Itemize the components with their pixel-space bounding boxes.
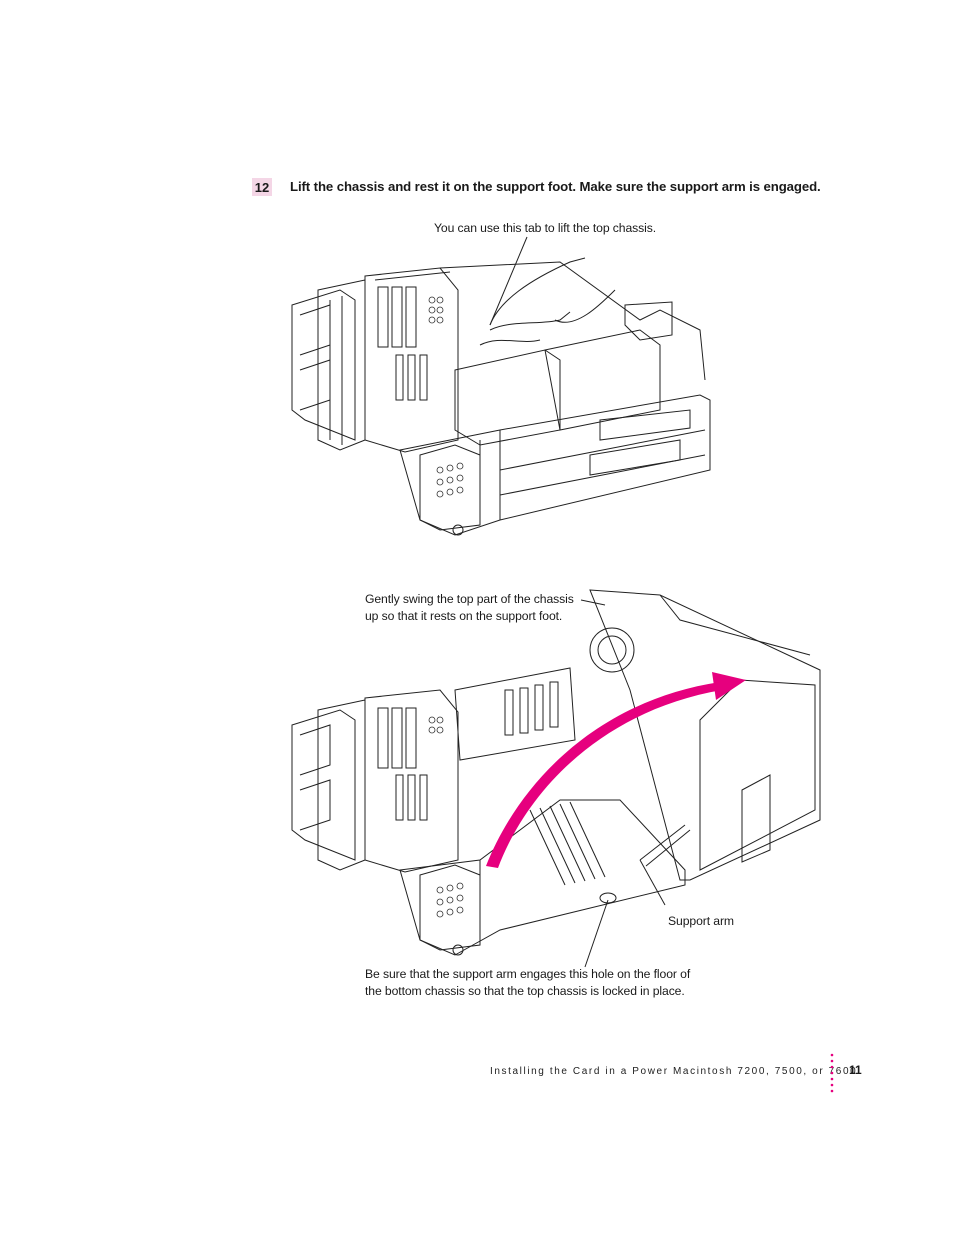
running-head: Installing the Card in a Power Macintosh… xyxy=(490,1066,858,1077)
swing-callout-line2: up so that it rests on the support foot. xyxy=(365,609,563,623)
swing-callout-line1: Gently swing the top part of the chassis xyxy=(365,592,574,606)
step-instruction: Lift the chassis and rest it on the supp… xyxy=(290,179,821,194)
footer-dot-rule xyxy=(830,1053,834,1093)
support-arm-callout: Support arm xyxy=(668,914,734,928)
swing-callout: Gently swing the top part of the chassis… xyxy=(365,591,574,625)
tab-callout: You can use this tab to lift the top cha… xyxy=(434,221,657,235)
hole-callout: Be sure that the support arm engages thi… xyxy=(365,966,690,1000)
hole-callout-line1: Be sure that the support arm engages thi… xyxy=(365,967,691,981)
swing-direction-arrow xyxy=(486,682,722,868)
step-number-badge: 12 xyxy=(252,178,272,196)
page-number: 11 xyxy=(849,1063,862,1077)
arrow-head xyxy=(712,672,746,700)
hole-callout-line2: the bottom chassis so that the top chass… xyxy=(365,984,685,998)
